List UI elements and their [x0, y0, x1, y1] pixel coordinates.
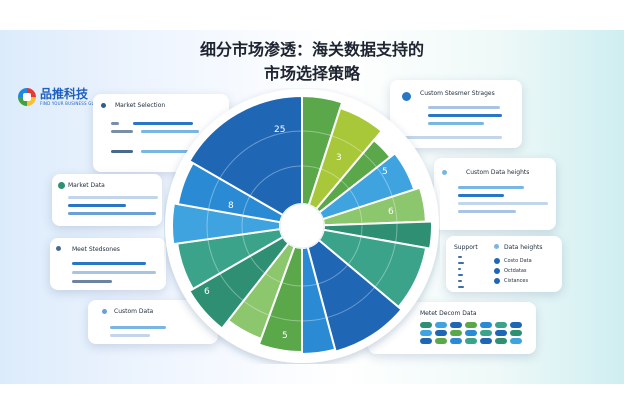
card-title: Meet Stedsones	[72, 246, 120, 253]
bar	[402, 136, 502, 139]
card-custom-stesmer: Custom Stesmer Strages	[390, 80, 522, 148]
card-title: Custom Data heights	[466, 169, 530, 176]
stack-pill	[450, 330, 462, 336]
bar	[111, 150, 133, 153]
bar	[458, 210, 516, 213]
list-bullet	[494, 258, 500, 264]
pie-label: 5	[382, 167, 388, 177]
list-item: Cistances	[504, 278, 529, 284]
bar	[458, 186, 524, 189]
bar	[133, 122, 193, 125]
bar	[68, 204, 126, 207]
bar-stack	[420, 322, 530, 348]
card-dot	[101, 103, 106, 108]
stack-pill	[510, 330, 522, 336]
card-meet-stedsones: Meet Stedsones	[50, 238, 166, 290]
bar	[110, 326, 166, 329]
bar	[141, 130, 199, 133]
brand-logo: 品推科技 FIND YOUR BUSINESS GLOBAL	[18, 88, 105, 106]
pie-ring-line	[241, 165, 363, 287]
list-bullet	[494, 278, 500, 284]
card-support: Support Data heights Costo Data Octdatas…	[446, 236, 562, 292]
tick	[458, 256, 462, 258]
stack-pill	[495, 322, 507, 328]
pie-graphic: 25 3 5 6 8 6 5	[164, 88, 440, 364]
pie-label: 25	[274, 125, 285, 135]
card-subtitle: Data heights	[504, 244, 543, 251]
pie-label: 8	[228, 201, 234, 211]
list-item: Costo Data	[504, 258, 532, 264]
stack-pill	[510, 322, 522, 328]
pie-label: 3	[336, 153, 342, 163]
stack-pill	[435, 338, 447, 344]
card-metet-decom: Metet Decom Data	[368, 302, 536, 354]
card-title: Market Data	[68, 182, 105, 189]
tick	[458, 268, 461, 270]
tick	[458, 262, 464, 264]
card-market-data: Market Data	[52, 174, 162, 226]
tick	[458, 274, 463, 276]
page-title: 细分市场渗透：海关数据支持的 市场选择策略	[0, 38, 624, 86]
list-item: Octdatas	[504, 268, 527, 274]
pie-labels: 25 3 5 6 8 6 5	[204, 125, 394, 341]
card-dot	[494, 244, 499, 249]
card-title: Market Selection	[115, 102, 166, 109]
stack-pill	[420, 338, 432, 344]
stack-pill	[480, 322, 492, 328]
pie-svg: 25 3 5 6 8 6 5	[165, 89, 439, 363]
pie-center-hole	[279, 203, 325, 249]
card-title: Custom Stesmer Strages	[420, 90, 495, 97]
card-custom-data-heights: Custom Data heights	[434, 158, 556, 230]
pie-label: 5	[282, 331, 288, 341]
title-line-2: 市场选择策略	[263, 64, 360, 83]
pie-ring-line	[206, 130, 398, 322]
logo-name: 品推科技	[40, 87, 89, 101]
stack-pill	[435, 330, 447, 336]
logo-icon	[18, 88, 36, 106]
card-title: Metet Decom Data	[420, 310, 477, 317]
card-dot	[442, 170, 447, 175]
stack-pill	[465, 338, 477, 344]
bar	[428, 114, 502, 117]
bar	[72, 262, 146, 265]
bar	[428, 106, 500, 109]
bar	[111, 122, 119, 125]
card-title: Custom Data	[114, 308, 154, 315]
stack-pill	[420, 322, 432, 328]
stack-pill	[495, 338, 507, 344]
tick	[458, 286, 464, 288]
list-bullet	[494, 268, 500, 274]
tick	[458, 280, 462, 282]
bar	[68, 196, 158, 199]
bar	[111, 130, 133, 133]
bar	[72, 280, 112, 283]
logo-tagline: FIND YOUR BUSINESS GLOBAL	[40, 101, 106, 106]
stack-pill	[420, 330, 432, 336]
bar	[458, 194, 504, 197]
stack-pill	[450, 338, 462, 344]
pie-sector-lines	[206, 130, 398, 322]
bar	[141, 150, 193, 153]
stack-pill	[480, 330, 492, 336]
stack-pill	[465, 330, 477, 336]
bar	[72, 271, 156, 274]
card-title: Support	[454, 244, 478, 251]
stack-pill	[465, 322, 477, 328]
title-line-1: 细分市场渗透：海关数据支持的	[199, 40, 424, 59]
stack-pill	[480, 338, 492, 344]
card-dot	[56, 246, 61, 251]
card-dot	[402, 92, 411, 101]
bar	[110, 334, 150, 337]
stack-pill	[510, 338, 522, 344]
stack-pill	[450, 322, 462, 328]
bar	[68, 212, 156, 215]
card-dot	[58, 182, 65, 189]
bar	[458, 202, 548, 205]
stack-pill	[435, 322, 447, 328]
pie-label: 6	[204, 287, 210, 297]
card-dot	[102, 309, 107, 314]
stack-pill	[495, 330, 507, 336]
bar	[428, 122, 484, 125]
pie-label: 6	[388, 207, 394, 217]
